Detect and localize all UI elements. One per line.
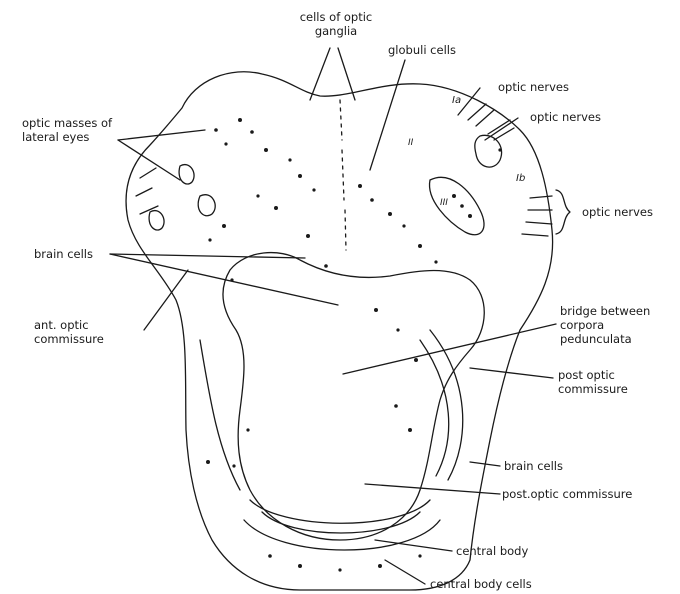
cell-dot xyxy=(460,204,464,208)
label-globuli-cells: globuli cells xyxy=(388,43,456,57)
cell-dot xyxy=(268,554,272,558)
cell-dot xyxy=(374,308,378,312)
cell-dot xyxy=(264,148,268,152)
label-central-body-cells: central body cells xyxy=(430,577,532,591)
lateral-lobe-3 xyxy=(198,195,215,216)
optic-lobe-right-small xyxy=(475,135,502,167)
label-bridge: bridge between corpora pedunculata xyxy=(560,304,672,346)
cell-dot xyxy=(256,194,259,197)
cell-dot xyxy=(222,224,226,228)
leader-central-body xyxy=(375,540,452,551)
mark-II: II xyxy=(408,136,413,150)
cell-dot xyxy=(214,128,218,132)
cell-dot xyxy=(232,464,235,467)
cell-dot xyxy=(408,428,412,432)
label-cells-of-optic-ganglia: cells of optic ganglia xyxy=(288,10,384,38)
leader-bridge xyxy=(343,324,556,374)
cell-dot xyxy=(452,194,456,198)
cell-dot xyxy=(402,224,405,227)
cell-dot xyxy=(230,278,233,281)
cell-dot xyxy=(388,212,392,216)
commissure-curve-right-2 xyxy=(420,340,449,476)
label-brain-cells-2: brain cells xyxy=(504,459,563,473)
cell-dot xyxy=(298,174,302,178)
mark-Ib: Ib xyxy=(516,172,525,186)
cell-dot xyxy=(418,554,421,557)
leader-post-optic-2 xyxy=(365,484,500,494)
cell-dot xyxy=(224,142,227,145)
cell-dot xyxy=(288,158,291,161)
leader-globuli xyxy=(370,60,405,170)
lateral-lobe-2 xyxy=(149,211,164,230)
label-post-optic-commissure-2: post.optic commissure xyxy=(502,487,632,501)
nerve-strands-left xyxy=(136,168,158,214)
label-ant-optic-commissure: ant. optic commissure xyxy=(34,318,126,346)
cell-dot xyxy=(298,564,302,568)
cell-dot xyxy=(418,244,422,248)
optic-nerves-bracket xyxy=(556,190,570,234)
leader-brain-1 xyxy=(110,254,305,258)
leader-ganglia-2 xyxy=(338,48,355,100)
label-optic-nerves-3: optic nerves xyxy=(582,205,653,219)
cell-dot xyxy=(250,130,254,134)
label-post-optic-commissure-1: post optic commissure xyxy=(558,368,654,396)
cell-dot xyxy=(434,260,437,263)
lateral-lobe-1 xyxy=(179,165,194,184)
label-text: cells of optic ganglia xyxy=(300,10,373,38)
cell-dot xyxy=(274,206,278,210)
cell-dot xyxy=(414,358,418,362)
label-optic-masses: optic masses of lateral eyes xyxy=(22,116,118,144)
leader-post-optic-1 xyxy=(470,368,553,378)
cell-dot xyxy=(206,460,210,464)
cell-dot xyxy=(394,404,398,408)
cell-dot xyxy=(306,234,310,238)
cell-dot xyxy=(498,148,501,151)
nerve-strands-top xyxy=(468,104,514,140)
cell-dot xyxy=(468,214,472,218)
cell-dot xyxy=(358,184,362,188)
cell-dot xyxy=(208,238,211,241)
midline xyxy=(340,100,346,250)
brain-outline xyxy=(126,72,553,590)
label-optic-nerves-1: optic nerves xyxy=(498,80,569,94)
label-central-body: central body xyxy=(456,544,528,558)
cell-dot xyxy=(396,328,399,331)
mark-Ia: Ia xyxy=(452,94,461,108)
cell-dot xyxy=(378,564,382,568)
cell-dot xyxy=(324,264,328,268)
leader-ganglia-1 xyxy=(310,48,330,100)
cell-dot xyxy=(338,568,341,571)
mark-III: III xyxy=(440,196,448,210)
cell-dot xyxy=(312,188,315,191)
label-optic-nerves-2: optic nerves xyxy=(530,110,601,124)
label-brain-cells-1: brain cells xyxy=(34,247,93,261)
cell-dot xyxy=(370,198,374,202)
cell-dot xyxy=(238,118,242,122)
nerve-strands-right xyxy=(522,196,552,236)
leader-central-body-cells xyxy=(385,560,425,584)
cell-dot xyxy=(246,428,249,431)
leader-optic-1 xyxy=(458,88,480,115)
optic-lobe-right xyxy=(430,177,485,234)
